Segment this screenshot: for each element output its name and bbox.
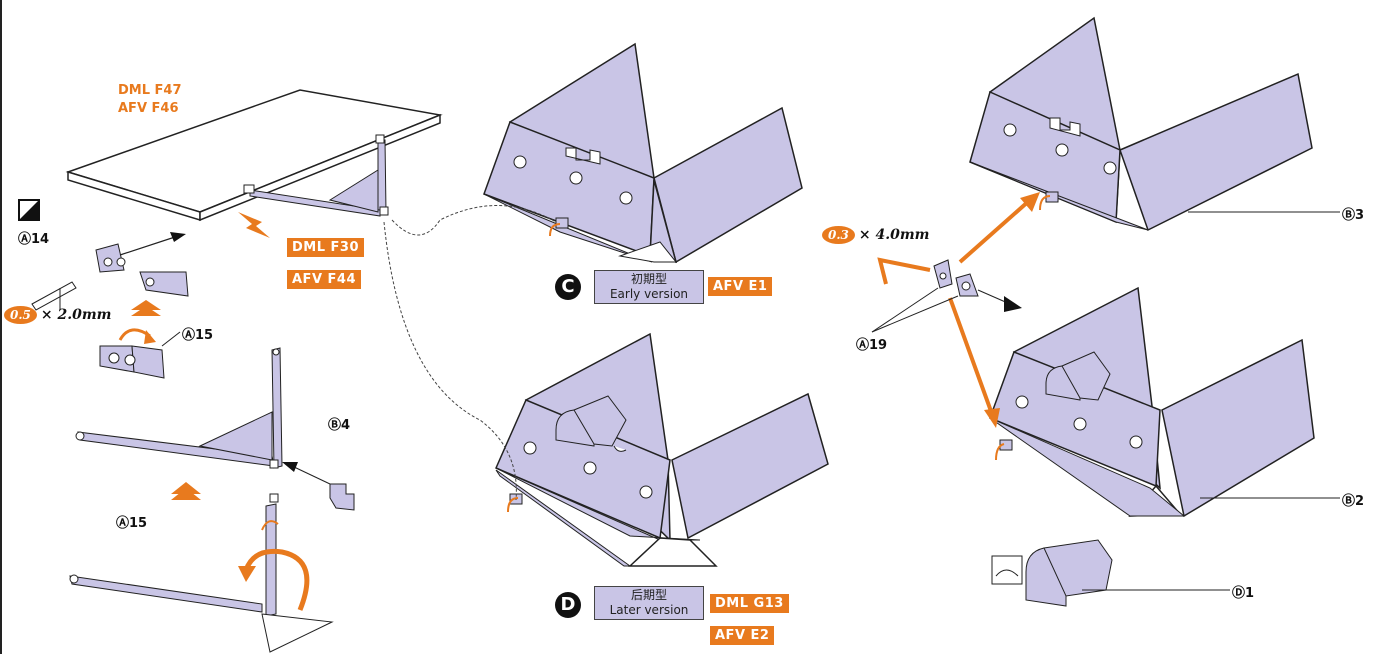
dim-right-rest: × 4.0mm <box>858 227 930 243</box>
dim-left-num: 0.5 <box>4 306 37 324</box>
ref-a19: Ⓐ19 <box>856 338 888 353</box>
early-en: Early version <box>609 287 689 301</box>
dim-left-rest: × 2.0mm <box>40 307 112 323</box>
box-dml-g13: DML G13 <box>710 594 789 613</box>
box-dml-f30: DML F30 <box>287 238 365 257</box>
later-en: Later version <box>609 603 689 617</box>
a14-parts <box>31 232 189 311</box>
step-d-badge: D <box>555 592 581 618</box>
top-code-afv-f46: AFV F46 <box>118 101 179 116</box>
later-cn: 后期型 <box>630 588 667 602</box>
ref-b3: Ⓑ3 <box>1342 208 1365 223</box>
ref-a14: Ⓐ14 <box>18 232 50 247</box>
dim-right-num: 0.3 <box>822 226 855 244</box>
box-afv-e1: AFV E1 <box>708 277 773 296</box>
early-version-box: 初期型 Early version <box>594 270 704 304</box>
a15-part <box>99 328 181 379</box>
hull-early <box>483 42 803 264</box>
hull-b2 <box>989 286 1340 518</box>
step-c-badge: C <box>555 274 581 300</box>
slab-assembly <box>65 89 443 222</box>
ref-a15-top: Ⓐ15 <box>182 328 214 343</box>
d1-part <box>991 539 1230 607</box>
bracket-assembly-bottom <box>69 493 334 653</box>
box-afv-e2: AFV E2 <box>710 626 775 645</box>
ref-d1: Ⓓ1 <box>1232 586 1255 601</box>
bracket-assembly-middle <box>75 347 355 511</box>
bevel-icon <box>18 199 40 221</box>
ref-b2: Ⓑ2 <box>1342 494 1365 509</box>
top-code-dml-f47: DML F47 <box>118 83 182 98</box>
hull-b3 <box>969 16 1340 232</box>
hull-later <box>495 332 829 567</box>
dim-right: 0.3× 4.0mm <box>822 226 929 244</box>
later-version-box: 后期型 Later version <box>594 586 704 620</box>
ref-a15-bottom: Ⓐ15 <box>116 516 148 531</box>
a19-parts <box>871 192 1040 428</box>
box-afv-f44: AFV F44 <box>287 270 361 289</box>
early-cn: 初期型 <box>630 272 667 286</box>
dim-left: 0.5× 2.0mm <box>4 306 111 324</box>
ref-b4: Ⓑ4 <box>328 418 351 433</box>
